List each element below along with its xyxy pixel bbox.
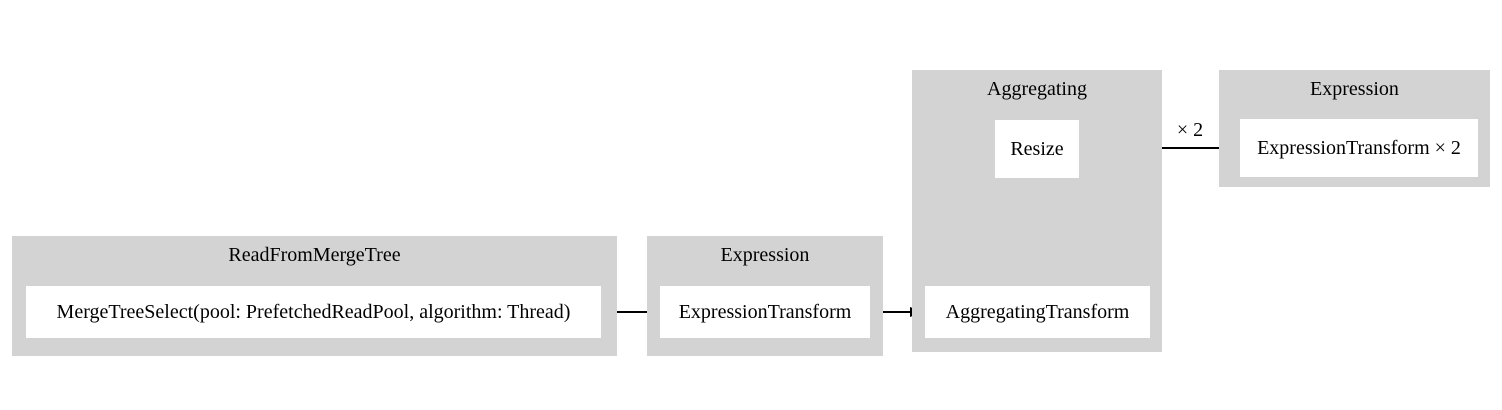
cluster-aggregating: Aggregating Resize AggregatingTransform <box>912 70 1162 352</box>
cluster-title-aggregating: Aggregating <box>987 78 1087 100</box>
node-resize: Resize <box>995 120 1079 178</box>
cluster-title-expression-1: Expression <box>720 244 810 266</box>
node-expressiontransform-x2: ExpressionTransform × 2 <box>1240 119 1478 177</box>
cluster-title-expression-2: Expression <box>1310 78 1399 100</box>
cluster-expression-2: Expression ExpressionTransform × 2 <box>1219 70 1490 187</box>
node-expressiontransform: ExpressionTransform <box>660 286 870 338</box>
cluster-readfrommergetree: ReadFromMergeTree MergeTreeSelect(pool: … <box>12 236 617 356</box>
node-mergetreeselect: MergeTreeSelect(pool: PrefetchedReadPool… <box>26 286 601 338</box>
cluster-title-readfrommergetree: ReadFromMergeTree <box>228 244 401 266</box>
edge-label-x2: × 2 <box>1176 119 1204 141</box>
node-aggregatingtransform: AggregatingTransform <box>925 286 1150 338</box>
cluster-expression-1: Expression ExpressionTransform <box>647 236 883 356</box>
